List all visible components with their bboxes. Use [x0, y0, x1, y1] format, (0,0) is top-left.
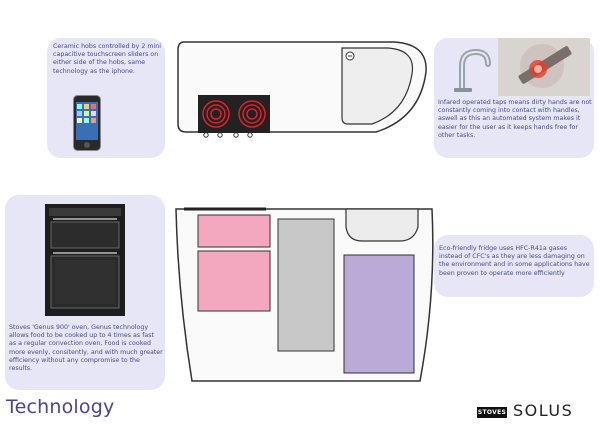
ceramic-hob: [198, 95, 270, 133]
kitchen-unit-front-view: [175, 207, 434, 382]
counter-top-view: [177, 41, 427, 138]
taps-description: Infared operated taps means dirty hands …: [438, 99, 592, 139]
solus-brand-logo: SOLUS: [513, 401, 574, 420]
tall-storage-unit: [277, 218, 335, 352]
taps-info-card: Infared operated taps means dirty hands …: [434, 38, 594, 158]
fridge-unit: [343, 254, 415, 374]
stoves-brand-badge: STOVES: [477, 407, 507, 418]
hob-control-knobs: [203, 132, 253, 138]
oven-info-card: Stoves 'Genus 900' oven, Genus technolog…: [5, 195, 165, 390]
hobs-info-card: Ceramic hobs controlled by 2 mini capaci…: [47, 38, 165, 158]
sink-basin: [341, 47, 414, 125]
fridge-description: Eco-friendly fridge uses HFC-R41a gases …: [439, 245, 590, 277]
hob-drawer-unit: [197, 214, 271, 248]
fridge-info-card: Eco-friendly fridge uses HFC-R41a gases …: [434, 235, 594, 297]
iphone-image: [73, 95, 101, 151]
oven-description: Stoves 'Genus 900' oven, Genus technolog…: [9, 324, 163, 373]
tap-image: [454, 48, 491, 92]
oven-image: [45, 204, 125, 316]
page-title: Technology: [6, 396, 115, 418]
oven-cabinet-unit: [197, 250, 271, 312]
hobs-description: Ceramic hobs controlled by 2 mini capaci…: [53, 43, 161, 75]
infrared-sensor-image: [498, 38, 590, 96]
sink-bowl: [345, 208, 419, 242]
